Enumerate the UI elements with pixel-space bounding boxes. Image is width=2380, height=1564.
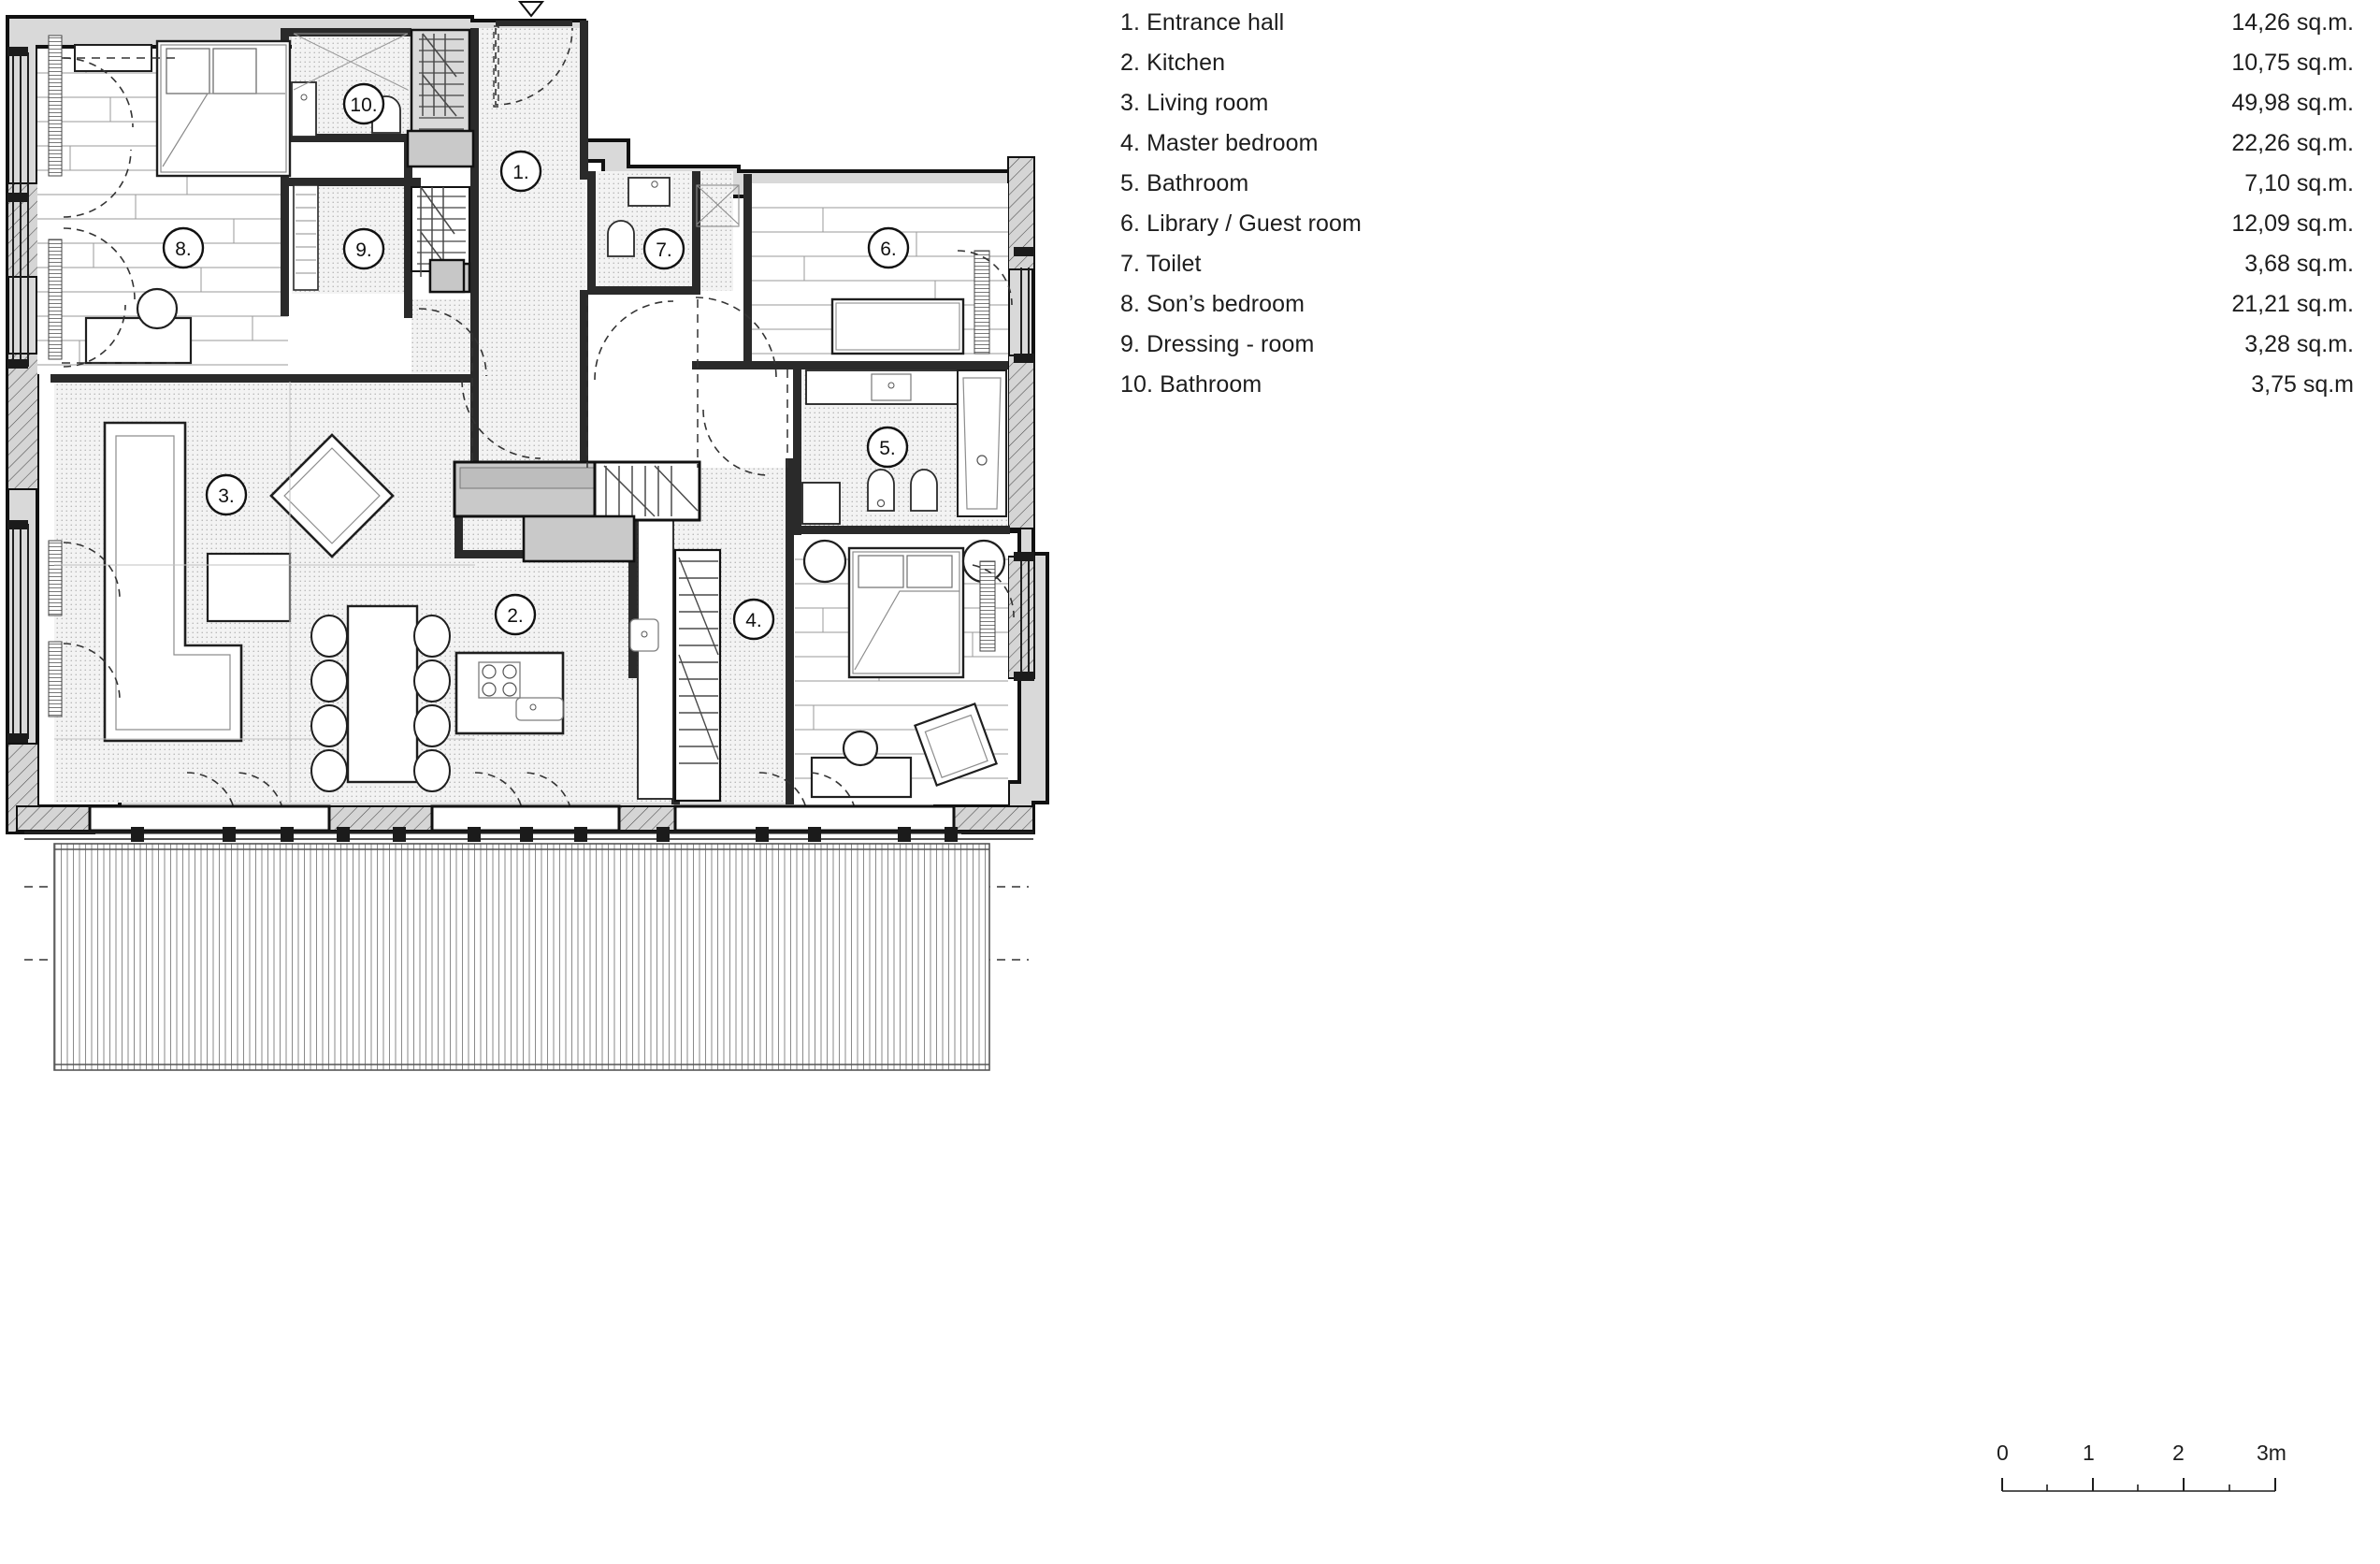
floor-plan-drawing: 8. 10. 9. 1. 7. 6. 5. 3. [0,0,1094,1564]
legend-room-name: 6. Library / Guest room [1120,210,1362,237]
legend-row: 6. Library / Guest room 12,09 sq.m. [1113,210,2380,251]
legend-room-area: 12,09 sq.m. [2231,210,2354,237]
legend-room-name: 5. Bathroom [1120,170,1249,196]
south-facade-sliding-doors [24,804,1033,842]
legend-row: 7. Toilet 3,68 sq.m. [1113,251,2380,291]
legend-room-area: 7,10 sq.m. [2244,170,2354,196]
kitchen-furniture [310,517,674,800]
terrace-deck [53,843,990,1071]
room-marker-5: 5. [866,426,909,469]
legend-row: 4. Master bedroom 22,26 sq.m. [1113,130,2380,170]
legend-room-area: 22,26 sq.m. [2231,130,2354,156]
svg-text:1.: 1. [512,162,529,183]
floor-plan-svg: 8. 10. 9. 1. 7. 6. 5. 3. [0,0,1094,1564]
room-marker-9: 9. [342,227,385,270]
legend-room-name: 7. Toilet [1120,251,1202,277]
room-marker-2: 2. [494,593,537,636]
legend-room-area: 14,26 sq.m. [2231,9,2354,36]
room-schedule-legend: 1. Entrance hall 14,26 sq.m. 2. Kitchen … [1113,0,2380,440]
stair-block [453,460,722,803]
legend-room-name: 1. Entrance hall [1120,9,1285,36]
scale-bar-labels: 0 1 2 3m [1997,1441,2352,1472]
north-arrow-icon [517,1,545,18]
legend-room-name: 8. Son’s bedroom [1120,291,1305,317]
sons-bedroom-furniture [48,35,292,365]
room-marker-7: 7. [642,227,685,270]
toilet-7-fixtures [607,177,740,257]
legend-row: 9. Dressing - room 3,28 sq.m. [1113,331,2380,371]
room-marker-4: 4. [732,598,775,641]
room-marker-6: 6. [867,226,910,269]
svg-text:4.: 4. [745,610,762,631]
scale-tick-label: 2 [2172,1441,2185,1465]
legend-row: 5. Bathroom 7,10 sq.m. [1113,170,2380,210]
door-swings [63,57,1015,822]
svg-text:8.: 8. [175,239,192,260]
room-marker-3: 3. [205,473,248,516]
legend-room-name: 3. Living room [1120,90,1269,116]
dressing-room-furniture [293,184,466,294]
library-furniture [830,250,990,355]
legend-room-name: 9. Dressing - room [1120,331,1315,357]
scale-bar: 0 1 2 3m [1997,1441,2352,1515]
legend-row: 8. Son’s bedroom 21,21 sq.m. [1113,291,2380,331]
legend-room-name: 2. Kitchen [1120,50,1226,76]
svg-text:2.: 2. [507,605,524,627]
room-marker-1: 1. [499,150,542,193]
legend-room-name: 10. Bathroom [1120,371,1262,398]
scale-tick-label: 0 [1997,1441,2009,1465]
scale-tick-label: 1 [2083,1441,2095,1465]
room-number-markers: 8. 10. 9. 1. 7. 6. 5. 3. [162,82,910,641]
legend-room-area: 3,68 sq.m. [2244,251,2354,277]
legend-row: 10. Bathroom 3,75 sq.m [1113,371,2380,412]
stair-shelf-upper [422,33,457,117]
legend-row: 3. Living room 49,98 sq.m. [1113,90,2380,130]
legend-room-name: 4. Master bedroom [1120,130,1319,156]
legend-row: 1. Entrance hall 14,26 sq.m. [1113,9,2380,50]
master-bedroom-furniture [802,539,1006,799]
scale-tick-label: 3m [2257,1441,2286,1465]
room-marker-8: 8. [162,226,205,269]
svg-text:3.: 3. [218,485,235,507]
svg-text:10.: 10. [350,94,377,116]
structural-wall-hatch [7,156,1035,833]
living-room-furniture [48,382,475,803]
room-marker-10: 10. [342,82,385,125]
legend-room-area: 10,75 sq.m. [2231,50,2354,76]
scale-bar-graphic [1997,1472,2352,1499]
svg-text:5.: 5. [879,438,896,459]
legend-room-area: 21,21 sq.m. [2231,291,2354,317]
glazing-mullions [7,47,1034,743]
svg-text:6.: 6. [880,239,897,260]
legend-row: 2. Kitchen 10,75 sq.m. [1113,50,2380,90]
bathroom-5-fixtures [801,369,1007,525]
legend-room-area: 3,75 sq.m [2251,371,2354,398]
legend-room-area: 3,28 sq.m. [2244,331,2354,357]
svg-text:9.: 9. [355,239,372,261]
legend-room-area: 49,98 sq.m. [2231,90,2354,116]
svg-text:7.: 7. [656,239,672,261]
